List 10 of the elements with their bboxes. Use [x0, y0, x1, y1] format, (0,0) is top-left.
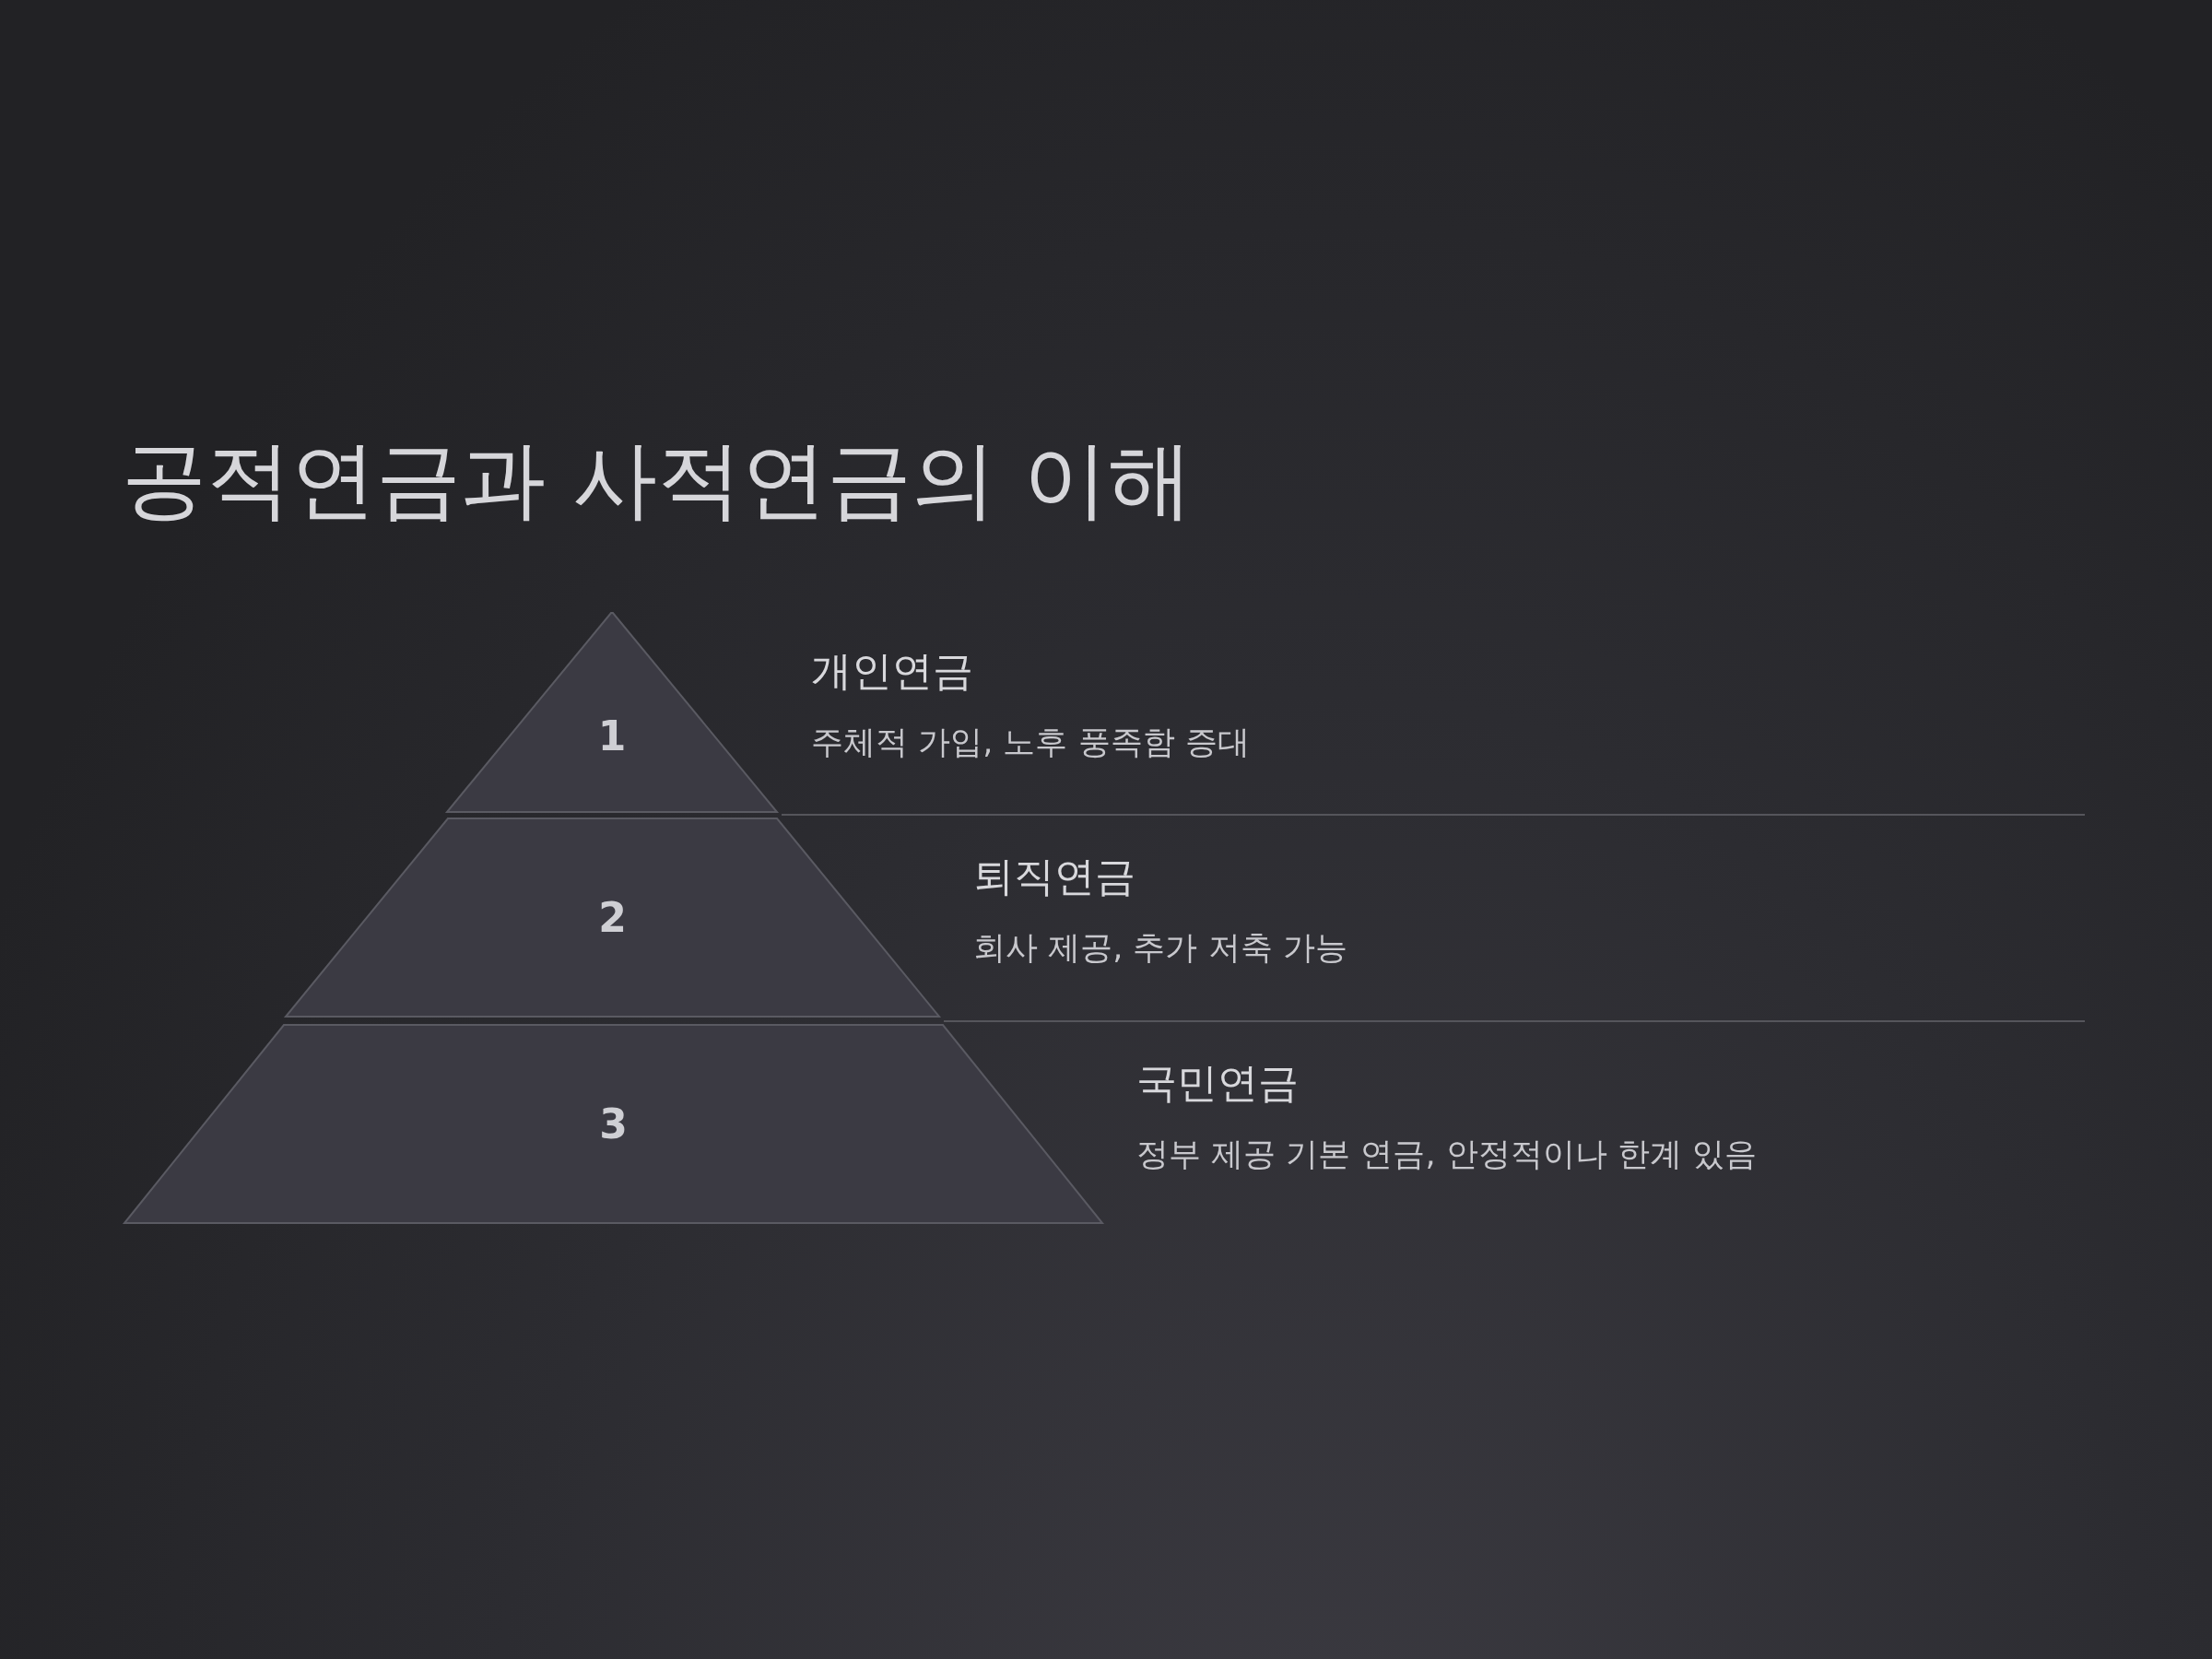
tier-heading: 퇴직연금 — [973, 854, 1135, 900]
tier-description: 정부 제공 기본 연금, 안정적이나 한계 있음 — [1136, 1136, 1757, 1172]
tier-heading: 개인연금 — [811, 649, 973, 694]
tier-heading: 국민연금 — [1136, 1061, 1299, 1106]
tier-number: 3 — [598, 1103, 629, 1145]
tier-description: 주체적 가입, 노후 풍족함 증대 — [811, 724, 1250, 760]
slide-title: 공적연금과 사적연금의 이해 — [122, 433, 1194, 527]
tier-number: 1 — [596, 716, 628, 758]
tier-description: 회사 제공, 추가 저축 가능 — [973, 930, 1347, 966]
tier-number: 2 — [597, 897, 628, 938]
